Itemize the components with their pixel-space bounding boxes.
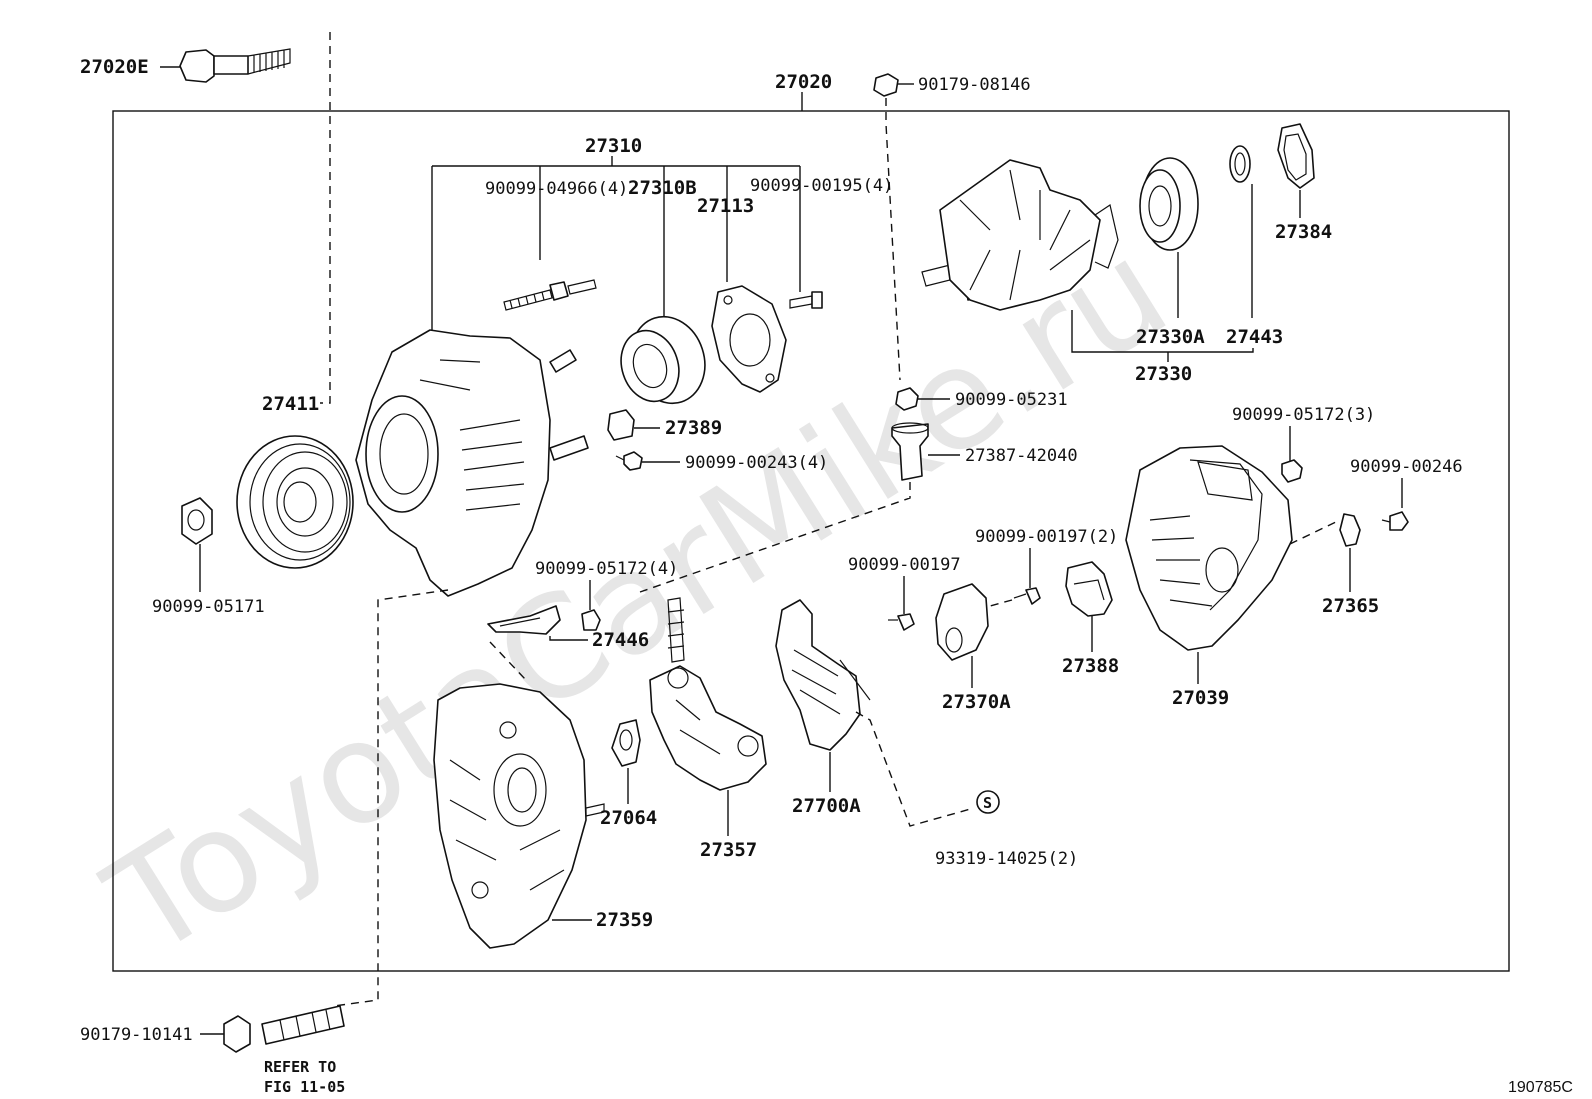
bracket-27310: [431, 156, 801, 330]
label-27330: 27330: [1135, 363, 1192, 385]
part-plate-27113[interactable]: [711, 285, 787, 393]
part-insulator-27389[interactable]: [607, 409, 635, 441]
part-drive-end-frame[interactable]: [355, 329, 589, 597]
leader-27446: [549, 636, 588, 641]
label-27411: 27411: [262, 393, 319, 415]
label-27370A: 27370A: [942, 691, 1011, 713]
part-bearing-27310B[interactable]: [612, 307, 716, 413]
part-nut-90099-05171[interactable]: [181, 497, 213, 545]
leader-dash-bottom: [333, 589, 449, 1007]
label-90099-05172-3: 90099-05172(3): [1232, 405, 1375, 425]
label-27365: 27365: [1322, 595, 1379, 617]
part-insulator-27387-42040[interactable]: [891, 422, 929, 481]
part-holder-27370A[interactable]: [935, 583, 989, 661]
leader-dash-27700A: [855, 711, 975, 827]
label-27357: 27357: [700, 839, 757, 861]
label-27064: 27064: [600, 807, 657, 829]
leader-dash-27446: [489, 641, 527, 681]
assembly-frame: [112, 110, 1510, 972]
label-27310: 27310: [585, 135, 642, 157]
part-screw-90099-00197-2[interactable]: [1013, 587, 1041, 605]
label-27020: 27020: [775, 71, 832, 93]
part-cover-27384[interactable]: [1277, 123, 1315, 189]
part-cap-27365[interactable]: [1339, 513, 1361, 547]
part-rotor-27330[interactable]: [921, 159, 1119, 311]
label-27443: 27443: [1226, 326, 1283, 348]
label-27388: 27388: [1062, 655, 1119, 677]
bracket-27330: [1071, 310, 1254, 362]
label-27700A: 27700A: [792, 795, 861, 817]
part-holder-27388[interactable]: [1065, 561, 1113, 617]
leader-dash-00197-2: [989, 599, 1013, 607]
part-nut-90099-05172-3[interactable]: [1281, 459, 1303, 483]
part-stud-90099-04966[interactable]: [503, 279, 597, 311]
part-nut-90099-00243[interactable]: [615, 451, 643, 471]
label-27113: 27113: [697, 195, 754, 217]
part-nut-90179-10141[interactable]: [223, 1015, 251, 1053]
part-stud-refer[interactable]: [261, 1005, 345, 1045]
part-screw-90099-00197[interactable]: [888, 613, 915, 631]
part-plate-27446[interactable]: [487, 605, 561, 635]
label-90099-00197-2: 90099-00197(2): [975, 527, 1118, 547]
label-27446: 27446: [592, 629, 649, 651]
label-27359: 27359: [596, 909, 653, 931]
label-27384: 27384: [1275, 221, 1332, 243]
part-nut-90099-05172-4[interactable]: [581, 609, 601, 631]
label-90099-05172-4: 90099-05172(4): [535, 559, 678, 579]
part-brush-holder-27357[interactable]: [649, 597, 767, 791]
label-27389: 27389: [665, 417, 722, 439]
leader-27020E: [320, 32, 331, 404]
part-pulley[interactable]: [236, 435, 354, 569]
label-27330A: 27330A: [1136, 326, 1205, 348]
label-27020E: 27020E: [80, 56, 149, 78]
part-bolt-27020E[interactable]: [179, 48, 291, 83]
s-mark: S: [983, 794, 992, 812]
label-90099-00197: 90099-00197: [848, 555, 961, 575]
label-90099-00243: 90099-00243(4): [685, 453, 828, 473]
label-90099-00246: 90099-00246: [1350, 457, 1463, 477]
leader-dash-27365: [1289, 519, 1341, 545]
part-screw-90099-00246[interactable]: [1381, 511, 1409, 531]
leader-dash-top: [885, 98, 901, 381]
refer-note-line2: FIG 11-05: [264, 1078, 345, 1096]
label-27387-42040: 27387-42040: [965, 446, 1078, 466]
part-screw-90099-00195[interactable]: [789, 291, 823, 309]
label-90099-05171: 90099-05171: [152, 597, 265, 617]
part-washer-90099-05231[interactable]: [895, 387, 919, 411]
part-rear-cover-27359[interactable]: [433, 683, 605, 949]
leader-dash-mid: [639, 482, 911, 593]
part-washer-27443[interactable]: [1229, 145, 1251, 183]
label-90099-00195: 90099-00195(4): [750, 176, 893, 196]
label-90099-05231: 90099-05231: [955, 390, 1068, 410]
refer-note-line1: REFER TO: [264, 1058, 336, 1076]
part-bearing-27330A[interactable]: [1139, 157, 1199, 251]
figure-code: 190785C: [1508, 1079, 1573, 1096]
part-rear-frame-27039[interactable]: [1125, 445, 1293, 651]
label-27310B: 27310B: [628, 177, 697, 199]
label-90179-10141: 90179-10141: [80, 1025, 193, 1045]
label-90179-08146: 90179-08146: [918, 75, 1031, 95]
part-insulator-27064[interactable]: [611, 719, 641, 767]
part-nut-90179-08146[interactable]: [873, 73, 899, 97]
part-regulator-27700A[interactable]: [775, 599, 871, 751]
label-90099-04966: 90099-04966(4): [485, 179, 628, 199]
part-screw-93319-14025[interactable]: S: [976, 790, 1000, 814]
label-27039: 27039: [1172, 687, 1229, 709]
label-93319-14025: 93319-14025(2): [935, 849, 1078, 869]
